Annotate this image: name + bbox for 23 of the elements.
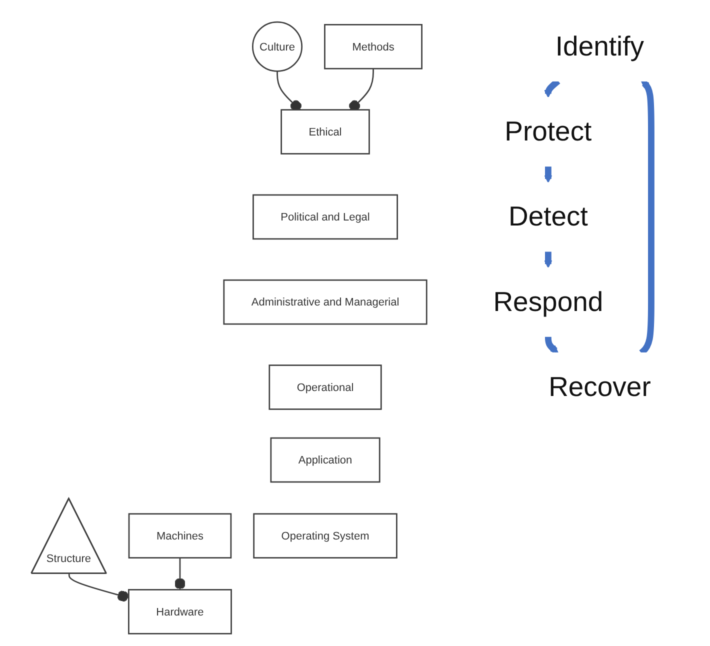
arrow (544, 249, 552, 268)
node-box: Operational (268, 364, 382, 410)
connector (276, 71, 302, 112)
arrow (544, 164, 552, 183)
connector (349, 68, 374, 112)
connector (68, 574, 130, 602)
connector (174, 558, 186, 590)
node-text: Identify (556, 32, 644, 62)
node-circle: Culture (252, 21, 303, 72)
node-box: Methods (324, 24, 423, 70)
node-text: Protect (504, 116, 592, 147)
node-text: Recover (548, 372, 652, 402)
node-box: Political and Legal (252, 194, 398, 240)
node-text: Respond (493, 286, 604, 318)
arrow (545, 334, 559, 354)
node-text: Detect (508, 202, 588, 232)
node-box: Machines (128, 513, 232, 558)
node-box: Ethical (280, 109, 370, 154)
arrow (544, 78, 560, 98)
node-box: Application (270, 437, 380, 483)
node-box: Operating System (253, 513, 398, 558)
node-box: Hardware (128, 589, 232, 634)
node-box: Administrative and Managerial (223, 279, 428, 325)
